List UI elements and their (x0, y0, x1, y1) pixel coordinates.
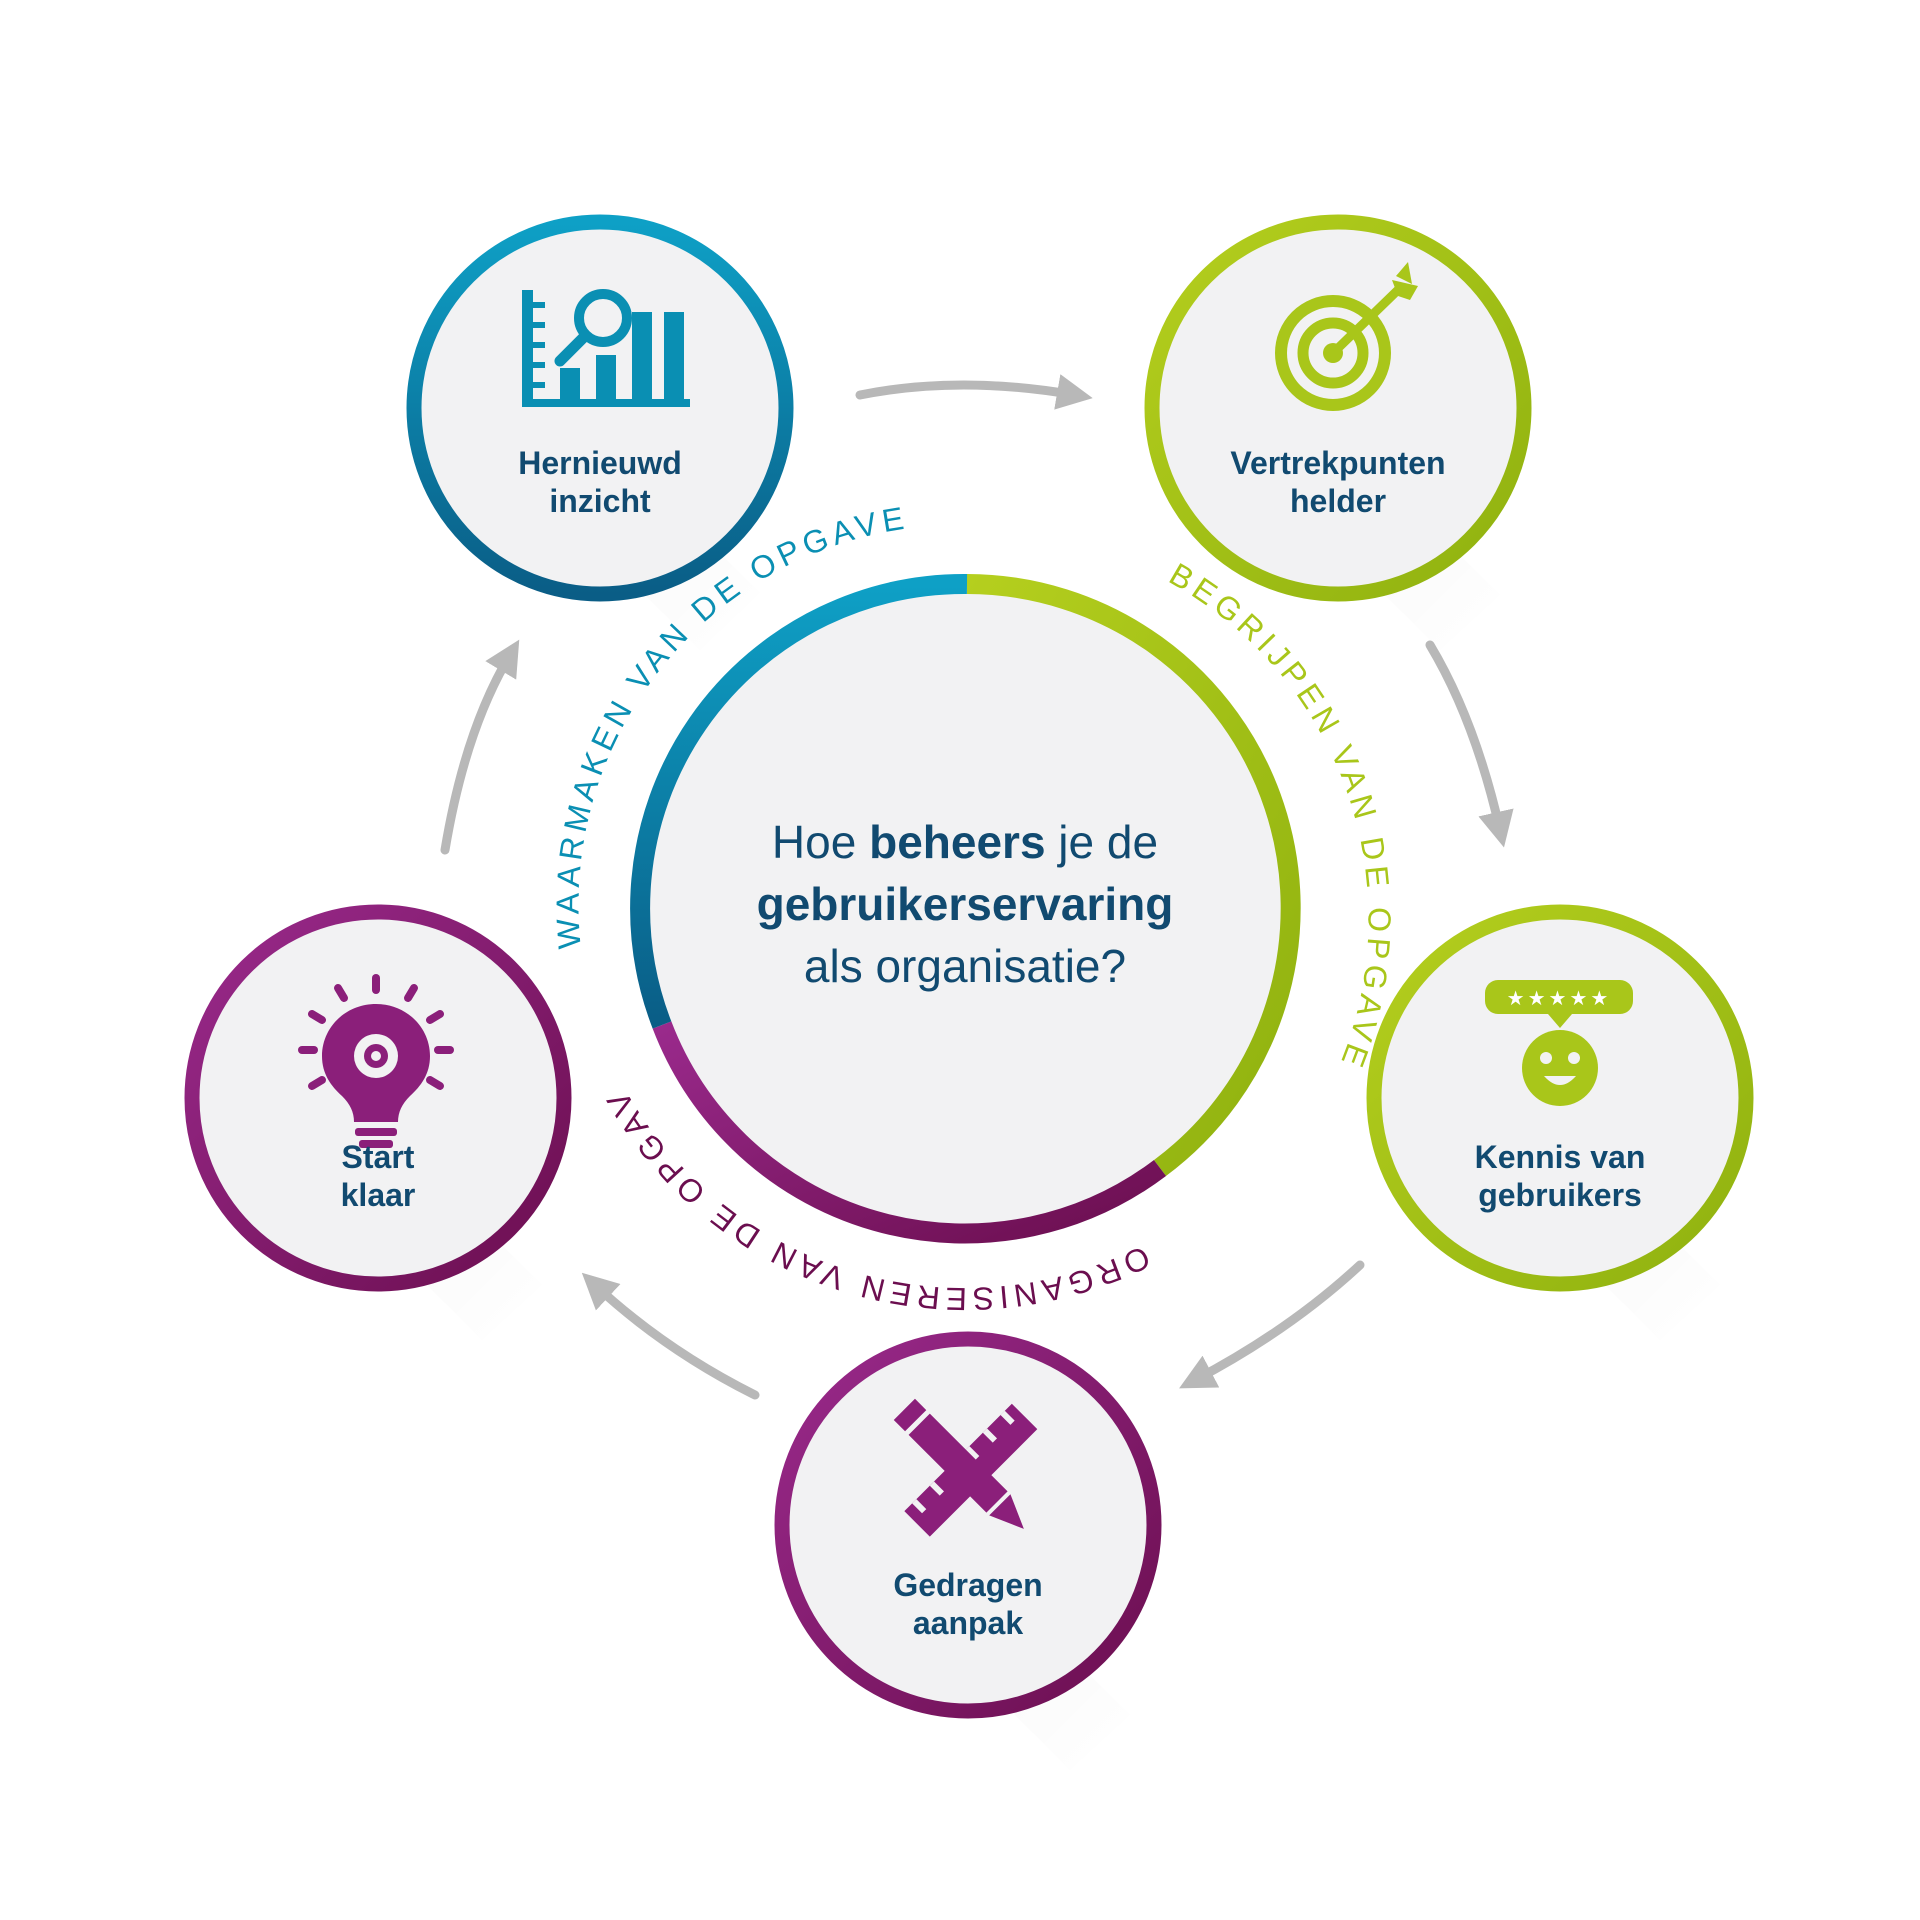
arrow-hernieuwd-to-vertrekpunten (855, 374, 1093, 410)
step-vertrekpunten-line1: Vertrekpunten (1230, 445, 1445, 481)
step-vertrekpunten-line2: helder (1290, 483, 1386, 519)
center-question-line2: gebruikerservaring (757, 878, 1174, 930)
step-kennis-van-gebruikers: ★★★★★ Kennis van gebruikers (1366, 904, 1754, 1340)
center-question-line3: als organisatie? (804, 940, 1126, 992)
cycle-arrows (440, 374, 1514, 1400)
ring-segment-blue (630, 573, 968, 1029)
arrow-kennis-to-gedragen (1179, 1260, 1365, 1389)
step-start-klaar: Start klaar (184, 904, 572, 1340)
pencil-ruler-icon (893, 1398, 1038, 1537)
center-question-line1: Hoe beheers je de (772, 816, 1158, 868)
step-start-line2: klaar (341, 1177, 416, 1213)
target-icon (1275, 262, 1418, 411)
lightbulb-gear-icon (298, 974, 454, 1148)
step-hernieuwd-line2: inzicht (549, 483, 651, 519)
step-gedragen-line1: Gedragen (893, 1567, 1042, 1603)
step-gedragen-aanpak: Gedragen aanpak (774, 1331, 1162, 1770)
rating-stars-icon: ★★★★★ (1507, 986, 1612, 1010)
arrow-gedragen-to-start (581, 1272, 760, 1400)
arrow-start-to-hernieuwd (440, 639, 520, 855)
step-hernieuwd-line1: Hernieuwd (518, 445, 682, 481)
step-start-line1: Start (342, 1139, 415, 1175)
center-hub: Hoe beheers je de gebruikerservaring als… (630, 573, 1301, 1244)
step-kennis-line2: gebruikers (1478, 1177, 1642, 1213)
chart-search-icon (522, 289, 690, 407)
arrow-vertrekpunten-to-kennis (1425, 640, 1514, 848)
step-vertrekpunten-helder: Vertrekpunten helder (1144, 214, 1532, 650)
step-hernieuwd-inzicht: Hernieuwd inzicht (406, 214, 794, 650)
step-gedragen-line2: aanpak (913, 1605, 1023, 1641)
ring-segment-green (966, 574, 1301, 1177)
step-kennis-line1: Kennis van (1475, 1139, 1646, 1175)
ring-segment-purple (652, 1021, 1167, 1244)
smiley-rating-icon: ★★★★★ (1485, 980, 1633, 1106)
